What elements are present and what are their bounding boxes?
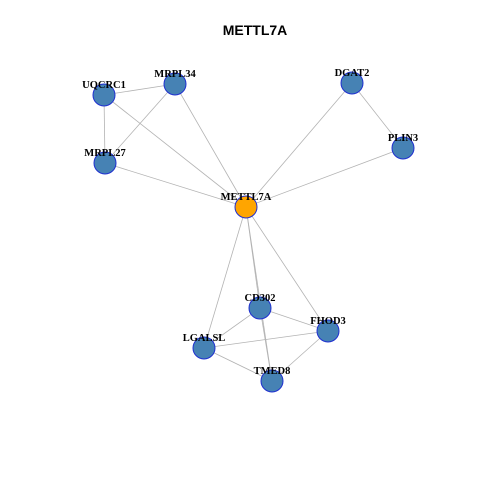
node-mrpl27: MRPL27: [84, 148, 126, 175]
edge-layer: [103, 82, 404, 382]
node-circle-mrpl34: [163, 72, 187, 96]
edge-mettl7a-lgalsl: [203, 206, 247, 349]
node-circle-plin3: [391, 136, 415, 160]
edge-cd302-fhod3: [259, 307, 329, 332]
node-cd302: CD302: [245, 293, 276, 320]
node-circle-tmed8: [260, 369, 284, 393]
node-label-mrpl27: MRPL27: [84, 148, 125, 159]
node-circle-mettl7a: [234, 195, 258, 219]
node-mrpl34: MRPL34: [154, 69, 196, 96]
node-label-tmed8: TMED8: [254, 366, 291, 377]
node-label-cd302: CD302: [245, 293, 276, 304]
edge-uqcrc1-mettl7a: [103, 94, 247, 208]
node-label-uqcrc1: UQCRC1: [82, 80, 126, 91]
node-circle-uqcrc1: [92, 83, 116, 107]
node-mettl7a: METTL7A: [221, 192, 272, 219]
node-circle-lgalsl: [192, 336, 216, 360]
node-circle-fhod3: [316, 319, 340, 343]
edge-mettl7a-fhod3: [245, 206, 329, 332]
node-label-dgat2: DGAT2: [335, 68, 370, 79]
node-label-lgalsl: LGALSL: [183, 333, 226, 344]
edge-plin3-mettl7a: [245, 147, 404, 208]
node-circle-cd302: [248, 296, 272, 320]
node-lgalsl: LGALSL: [183, 333, 226, 360]
edge-uqcrc1-mrpl34: [103, 83, 176, 96]
edge-dgat2-plin3: [351, 82, 404, 149]
node-circle-dgat2: [340, 71, 364, 95]
diagram-title: METTL7A: [223, 22, 288, 38]
node-tmed8: TMED8: [254, 366, 291, 393]
node-dgat2: DGAT2: [335, 68, 370, 95]
node-fhod3: FHOD3: [310, 316, 346, 343]
edge-fhod3-lgalsl: [203, 330, 329, 349]
node-label-plin3: PLIN3: [388, 133, 418, 144]
edge-mettl7a-tmed8: [245, 206, 273, 382]
node-label-fhod3: FHOD3: [310, 316, 346, 327]
edge-cd302-tmed8: [259, 307, 273, 382]
node-uqcrc1: UQCRC1: [82, 80, 126, 107]
edge-mrpl27-mettl7a: [104, 162, 247, 208]
node-circle-mrpl27: [93, 151, 117, 175]
node-plin3: PLIN3: [388, 133, 418, 160]
node-label-mrpl34: MRPL34: [154, 69, 196, 80]
edge-mrpl34-mettl7a: [174, 83, 247, 208]
node-label-mettl7a: METTL7A: [221, 192, 272, 203]
edge-lgalsl-tmed8: [203, 347, 273, 382]
edge-fhod3-tmed8: [271, 330, 329, 382]
edge-mrpl34-mrpl27: [104, 83, 176, 164]
edge-dgat2-mettl7a: [245, 82, 353, 208]
